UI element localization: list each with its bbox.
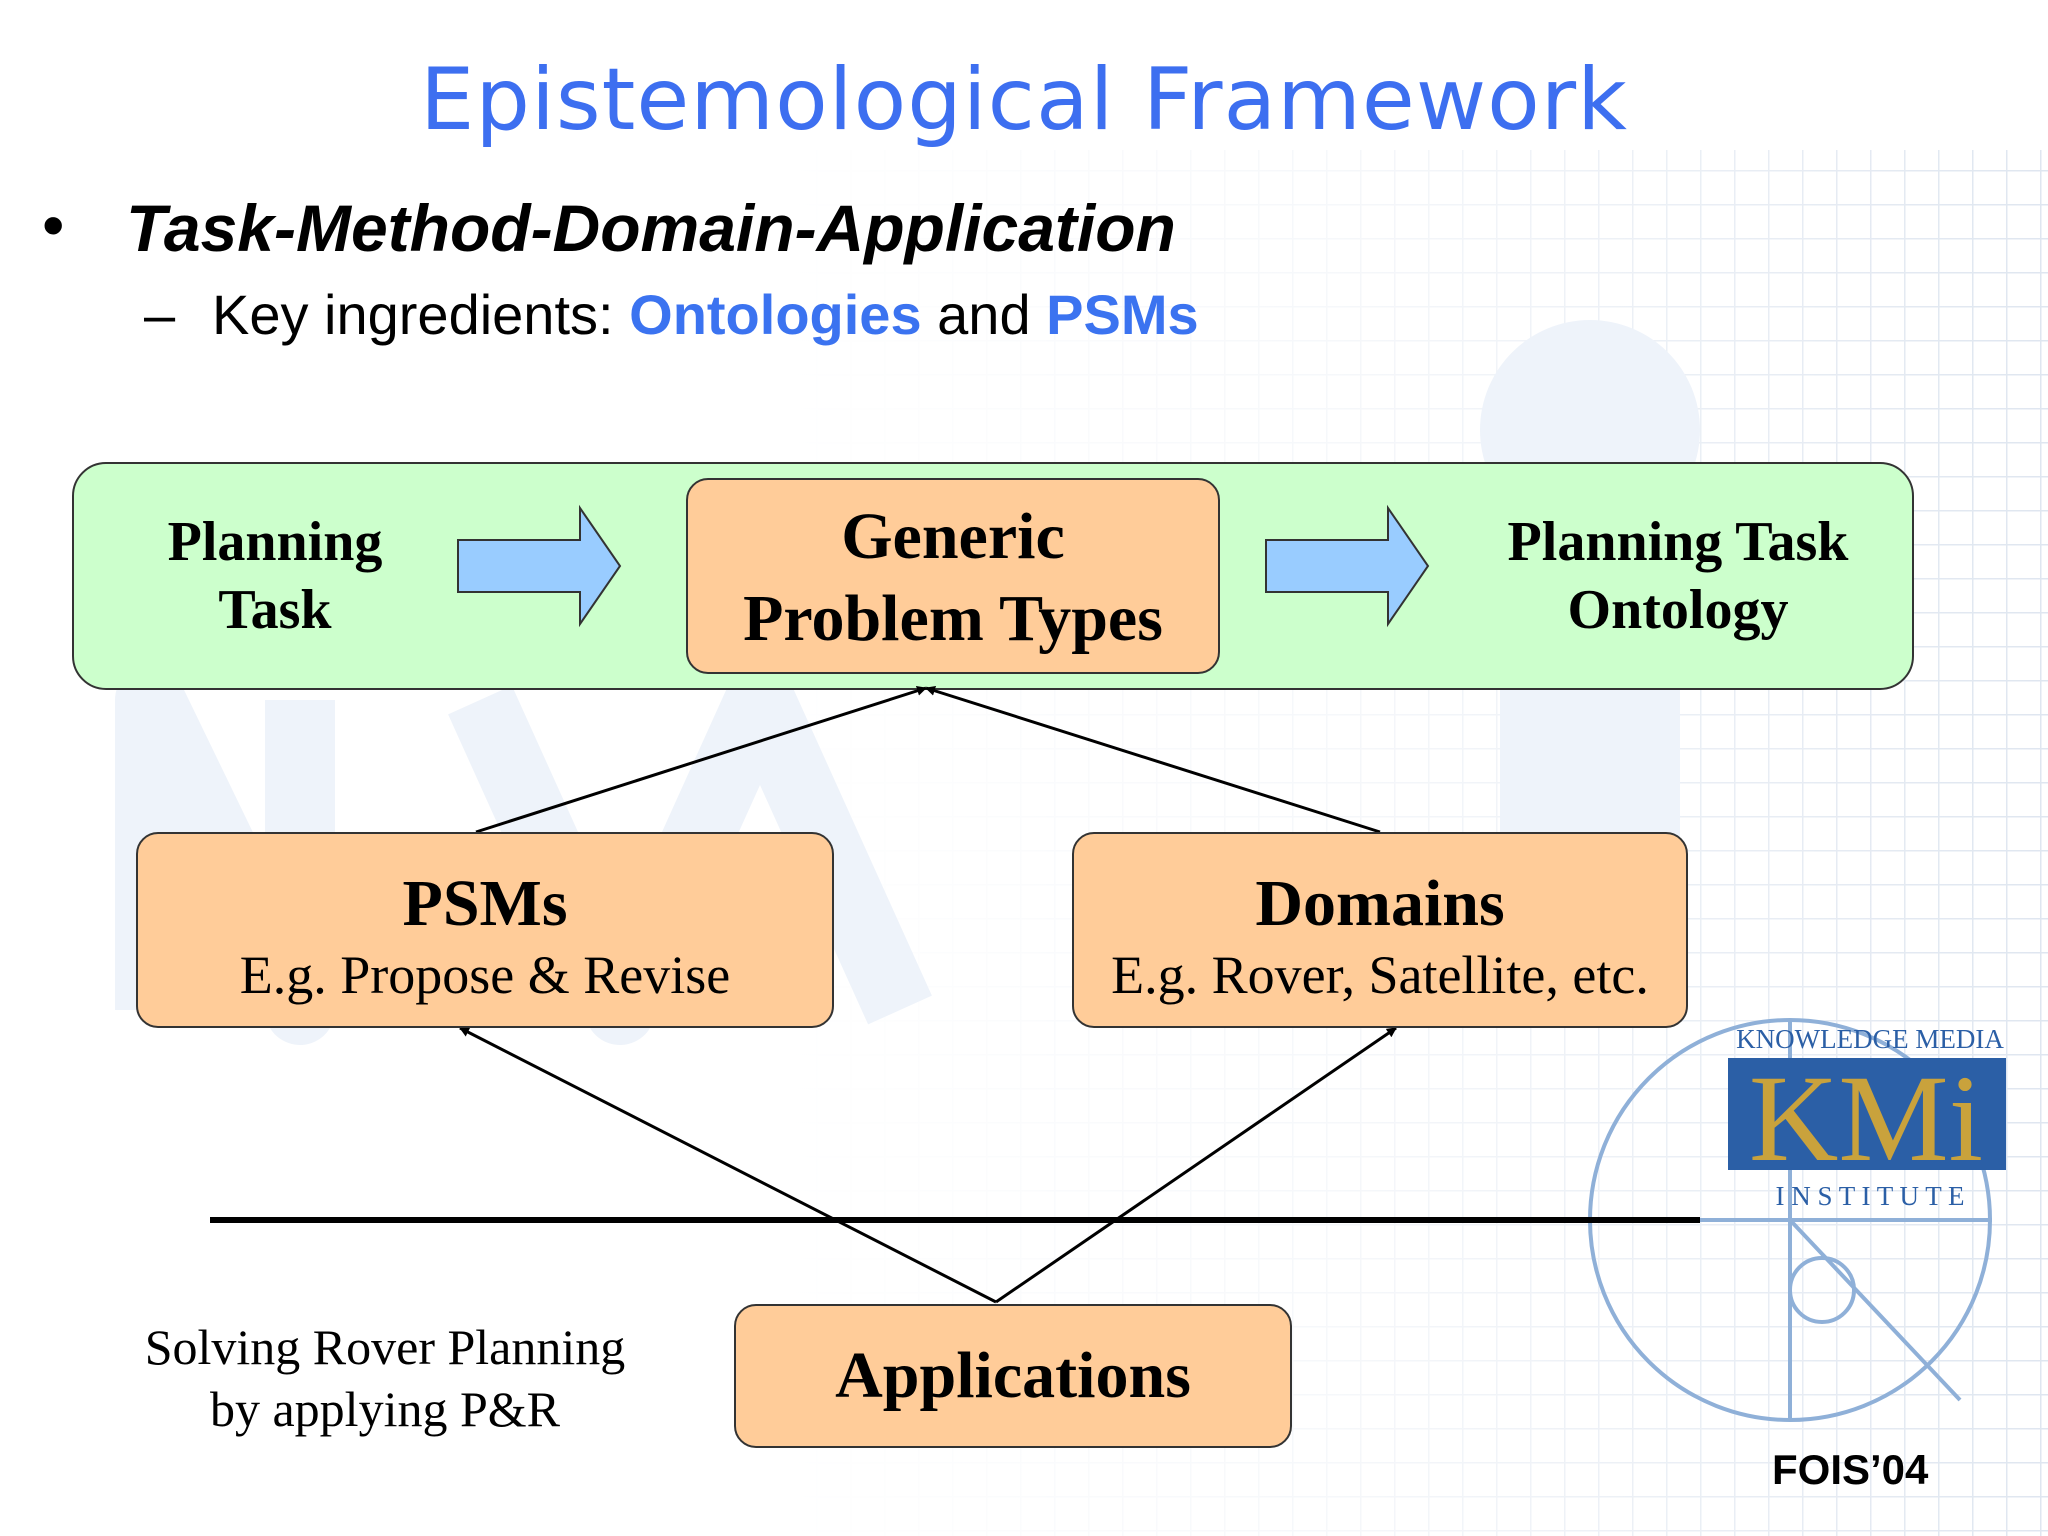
sub-bullet-marker: –: [144, 283, 176, 346]
sub-bullet-text: Key ingredients: Ontologies and PSMs: [212, 282, 1199, 347]
generic-line2: Problem Types: [743, 582, 1163, 655]
applications-label: Applications: [835, 1339, 1191, 1412]
highlight-ontologies: Ontologies: [629, 283, 922, 346]
caption-line1: Solving Rover Planning: [144, 1319, 626, 1375]
domains-title: Domains: [1255, 867, 1505, 940]
planning-task-line1: Planning: [167, 511, 383, 573]
applications-box: Applications: [734, 1304, 1292, 1448]
sub-bullet-middle: and: [921, 283, 1047, 346]
logo-top-text: KNOWLEDGE MEDIA: [1736, 1024, 2004, 1054]
bullet-marker: •: [42, 189, 65, 261]
block-arrow-right: [1265, 504, 1430, 628]
applications-to-psms-arrow: [459, 1026, 997, 1304]
caption-line2: by applying P&R: [209, 1381, 561, 1437]
ontology-line1: Planning Task: [1507, 511, 1849, 573]
bullet-text: Task-Method-Domain-Application: [126, 191, 1176, 265]
logo-panel: [1728, 1058, 2006, 1170]
slide-title: Epistemological Framework: [420, 50, 1628, 150]
domains-to-generic-arrow: [925, 685, 1381, 834]
footer-conference: FOIS’04: [1772, 1446, 1929, 1493]
psms-example: E.g. Propose & Revise: [239, 945, 731, 1005]
psms-title: PSMs: [402, 867, 568, 940]
domains-box: Domains E.g. Rover, Satellite, etc.: [1072, 832, 1688, 1028]
rover-caption: Solving Rover Planning by applying P&R: [120, 1316, 650, 1440]
planning-task-line2: Task: [218, 579, 332, 641]
psms-box: PSMs E.g. Propose & Revise: [136, 832, 834, 1028]
highlight-psms: PSMs: [1046, 283, 1199, 346]
logo-main-text: KMi: [1749, 1050, 1983, 1187]
block-arrow-left: [457, 504, 622, 628]
generic-problem-types-box: Generic Problem Types: [686, 478, 1220, 674]
sub-bullet-prefix: Key ingredients:: [212, 283, 630, 346]
psms-to-generic-arrow: [475, 685, 927, 834]
logo-bottom-text: I N S T I T U T E: [1775, 1181, 1964, 1211]
generic-line1: Generic: [841, 500, 1065, 573]
domains-example: E.g. Rover, Satellite, etc.: [1111, 945, 1649, 1005]
planning-task-ontology-label: Planning Task Ontology: [1478, 508, 1878, 644]
ontology-line2: Ontology: [1567, 579, 1789, 641]
applications-to-domains-arrow: [995, 1026, 1397, 1304]
planning-task-label: Planning Task: [150, 508, 400, 644]
